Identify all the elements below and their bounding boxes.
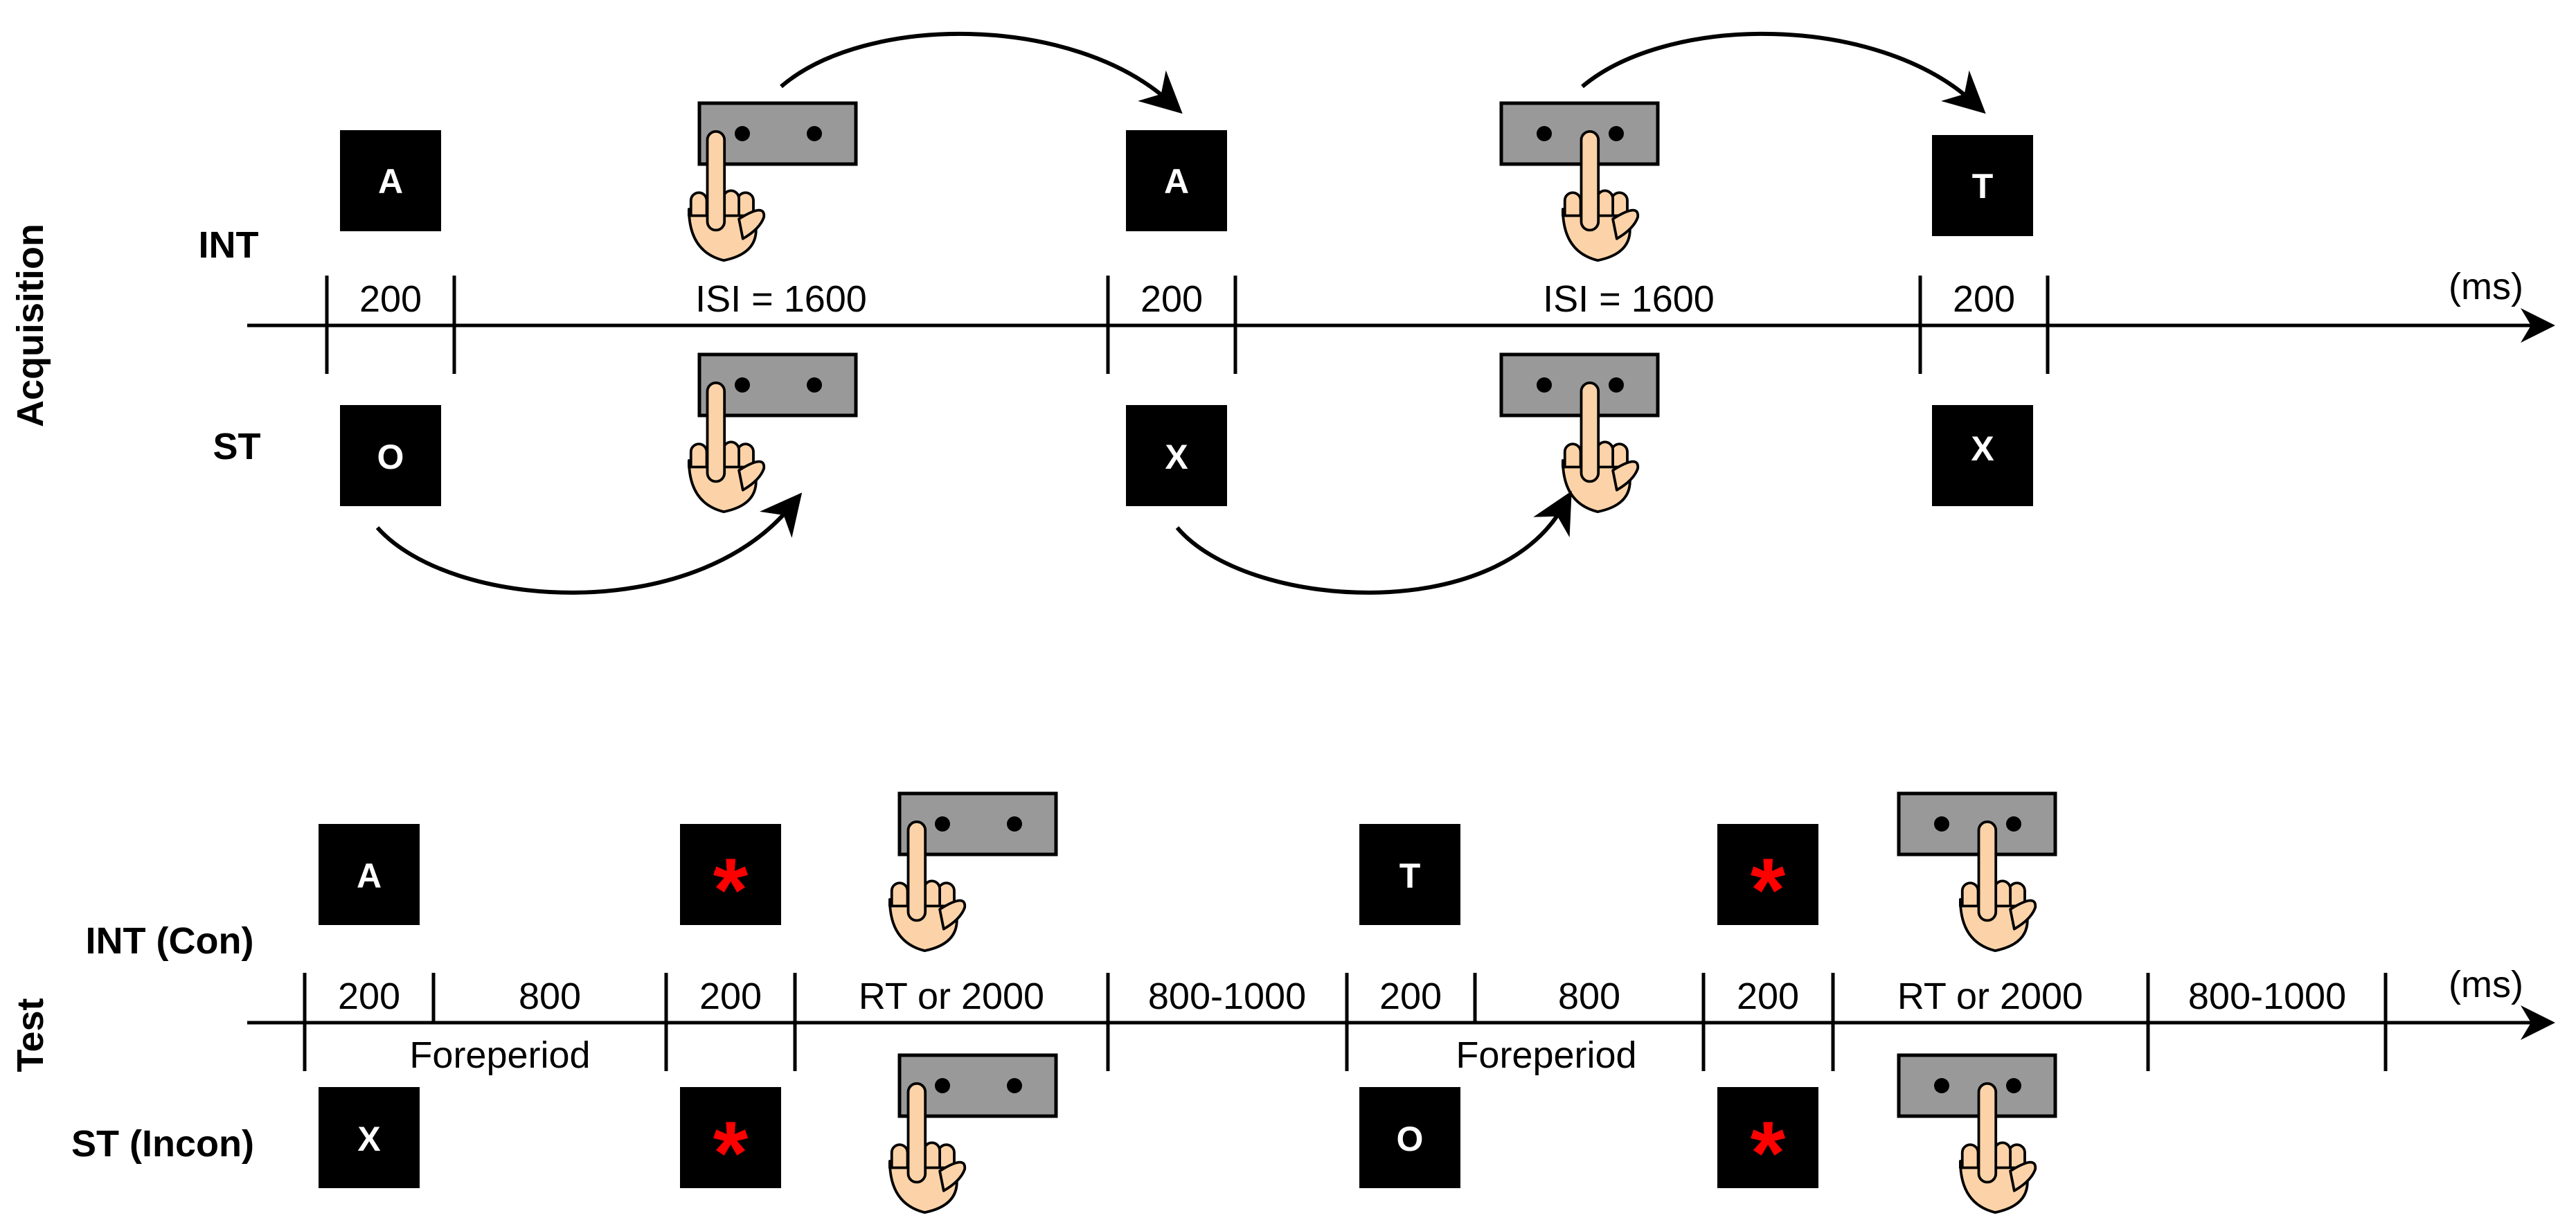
- test-int-target-1: *: [680, 824, 781, 940]
- acq-duration-4: ISI = 1600: [1543, 278, 1715, 320]
- test-st-response-1: [888, 1055, 1056, 1214]
- arrow-icon: [780, 31, 1183, 114]
- test-duration-2: 800: [519, 976, 581, 1017]
- test-duration-5: 800-1000: [1148, 976, 1306, 1017]
- acq-st-stimulus-1: O: [340, 405, 441, 506]
- svg-text:T: T: [1399, 856, 1421, 895]
- test-duration-10: 800-1000: [2188, 976, 2346, 1017]
- svg-text:*: *: [713, 1102, 749, 1203]
- acq-ticks: [325, 276, 2050, 374]
- acq-st-response-1: [687, 355, 856, 514]
- test-st-target-2: *: [1717, 1087, 1818, 1203]
- test-st-label: ST (Incon): [71, 1123, 254, 1165]
- svg-text:X: X: [1165, 438, 1188, 476]
- acq-st-stimulus-3: X: [1932, 405, 2033, 506]
- response-keyboard-icon: [1899, 1055, 2055, 1116]
- acq-duration-3: 200: [1141, 278, 1203, 320]
- test-section-label: Test: [10, 998, 51, 1072]
- test-int-stimulus-1: A: [319, 824, 420, 925]
- acq-int-stimulus-1: A: [340, 130, 441, 231]
- acq-duration-2: ISI = 1600: [695, 278, 867, 320]
- test-int-stimulus-2: T: [1359, 824, 1460, 925]
- svg-text:X: X: [1971, 429, 1994, 468]
- arrow-icon: [1581, 31, 1986, 114]
- test-duration-7: 800: [1558, 976, 1620, 1017]
- svg-text:O: O: [1397, 1120, 1424, 1158]
- test-duration-9: RT or 2000: [1897, 976, 2083, 1017]
- svg-text:A: A: [357, 856, 382, 895]
- test-int-target-2: *: [1717, 824, 1818, 940]
- response-keyboard-icon: [1899, 793, 2055, 854]
- test-duration-3: 200: [699, 976, 762, 1017]
- svg-text:*: *: [1751, 839, 1786, 940]
- acq-int-stimulus-2: A: [1126, 130, 1227, 231]
- test-st-stimulus-2: O: [1359, 1087, 1460, 1188]
- svg-text:T: T: [1972, 167, 1994, 206]
- svg-text:*: *: [1751, 1102, 1786, 1203]
- test-duration-8: 200: [1737, 976, 1799, 1017]
- svg-text:X: X: [357, 1120, 380, 1158]
- test-duration-4: RT or 2000: [859, 976, 1044, 1017]
- test-st-stimulus-1: X: [319, 1087, 420, 1188]
- test-int-response-1: [888, 793, 1056, 953]
- acq-int-stimulus-3: T: [1932, 135, 2033, 236]
- acq-unit: (ms): [2449, 266, 2523, 307]
- acq-int-response-2: [1501, 103, 1658, 262]
- foreperiod-label-2: Foreperiod: [1456, 1034, 1636, 1076]
- test-unit: (ms): [2449, 964, 2523, 1005]
- test-ticks: [303, 973, 2388, 1071]
- test-duration-6: 200: [1379, 976, 1442, 1017]
- svg-text:O: O: [377, 438, 404, 476]
- test-duration-1: 200: [338, 976, 400, 1017]
- acq-st-label: ST: [213, 426, 260, 467]
- svg-text:A: A: [378, 162, 403, 201]
- acq-int-response-1: [687, 103, 856, 262]
- arrow-icon: [1175, 491, 1572, 595]
- response-keyboard-icon: [1501, 103, 1658, 164]
- acq-st-response-2: [1501, 355, 1658, 514]
- acq-st-stimulus-2: X: [1126, 405, 1227, 506]
- svg-text:A: A: [1164, 162, 1189, 201]
- test-int-response-2: [1899, 793, 2055, 953]
- arrow-icon: [375, 492, 803, 595]
- svg-text:*: *: [713, 839, 749, 940]
- test-int-label: INT (Con): [86, 920, 254, 962]
- acquisition-section-label: Acquisition: [10, 224, 51, 427]
- foreperiod-label-1: Foreperiod: [409, 1034, 590, 1076]
- acq-duration-5: 200: [1953, 278, 2015, 320]
- acq-duration-1: 200: [359, 278, 422, 320]
- acq-int-label: INT: [199, 224, 259, 266]
- response-keyboard-icon: [1501, 355, 1658, 415]
- test-st-response-2: [1899, 1055, 2055, 1214]
- test-st-target-1: *: [680, 1087, 781, 1203]
